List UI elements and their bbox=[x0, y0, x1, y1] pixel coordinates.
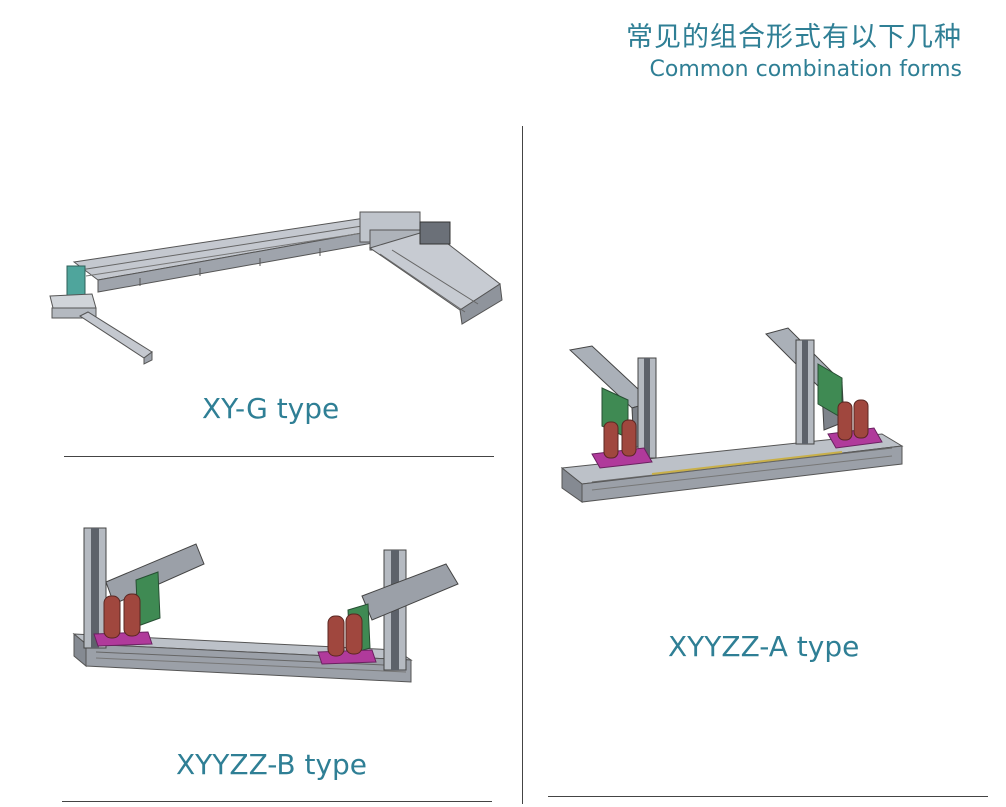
label-xyyzz-a: XYYZZ-A type bbox=[668, 630, 860, 663]
vertical-divider bbox=[522, 126, 523, 804]
divider-xyyzz-b bbox=[62, 801, 492, 802]
divider-xy-g bbox=[64, 456, 494, 457]
page-title-chinese: 常见的组合形式有以下几种 bbox=[626, 22, 962, 53]
xyyzz-a-module-illustration bbox=[560, 327, 904, 503]
page-header: 常见的组合形式有以下几种 Common combination forms bbox=[626, 24, 962, 81]
label-xy-g: XY-G type bbox=[202, 392, 340, 425]
divider-xyyzz-a bbox=[548, 796, 988, 797]
xy-g-module-illustration bbox=[49, 211, 503, 365]
page-title-english: Common combination forms bbox=[649, 57, 962, 82]
xyyzz-b-module-illustration bbox=[72, 527, 459, 683]
label-xyyzz-b: XYYZZ-B type bbox=[176, 748, 368, 781]
